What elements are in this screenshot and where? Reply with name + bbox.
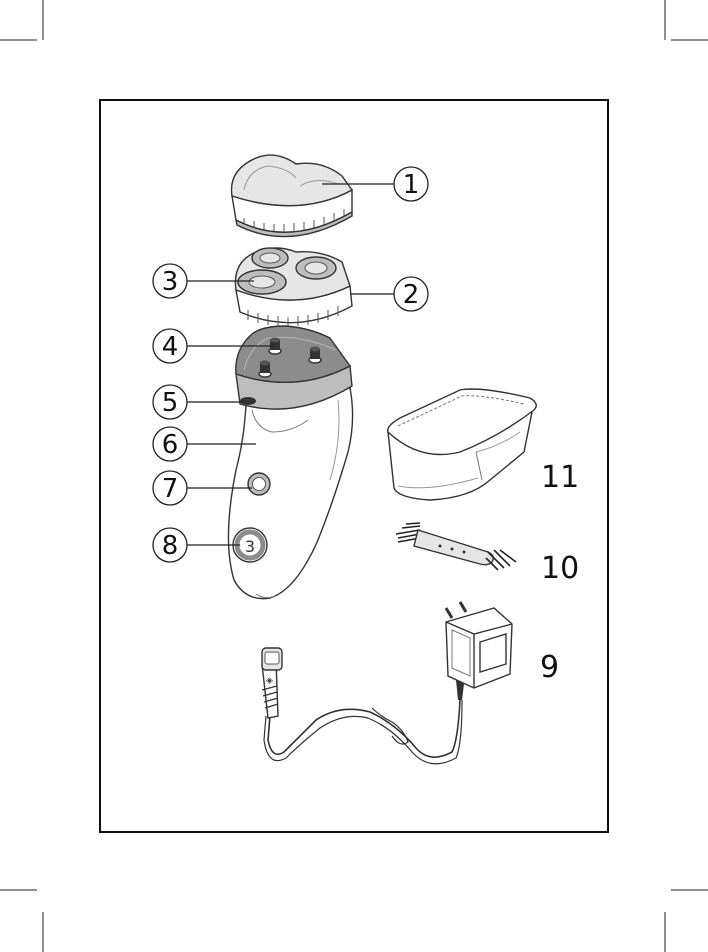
shaving-unit [235,248,352,327]
diagram-frame [100,100,608,832]
svg-text:◈: ◈ [266,676,273,686]
shaver-body: 3 [228,326,352,599]
callout-2: 2 [394,277,428,311]
callout-1: 1 [394,167,428,201]
svg-text:8: 8 [162,531,179,561]
cleaning-brush [396,523,516,570]
callout-6: 6 [153,427,187,461]
callout-8: 8 [153,528,187,562]
svg-text:2: 2 [403,280,420,310]
callout-3: 3 [153,264,187,298]
svg-text:3: 3 [162,267,179,297]
protection-cap [232,155,353,236]
dial-digit: 3 [245,537,255,556]
callout-7: 7 [153,471,187,505]
label-9: 9 [540,650,559,685]
storage-pouch [388,389,537,500]
svg-text:4: 4 [162,332,179,362]
callout-5: 5 [153,385,187,419]
svg-text:1: 1 [403,170,420,200]
label-11: 11 [541,460,579,495]
svg-text:5: 5 [162,388,179,418]
adapter-and-cord: ◈ [262,602,512,764]
label-10: 10 [541,551,579,586]
svg-text:6: 6 [162,430,179,460]
svg-text:7: 7 [162,474,179,504]
callout-4: 4 [153,329,187,363]
